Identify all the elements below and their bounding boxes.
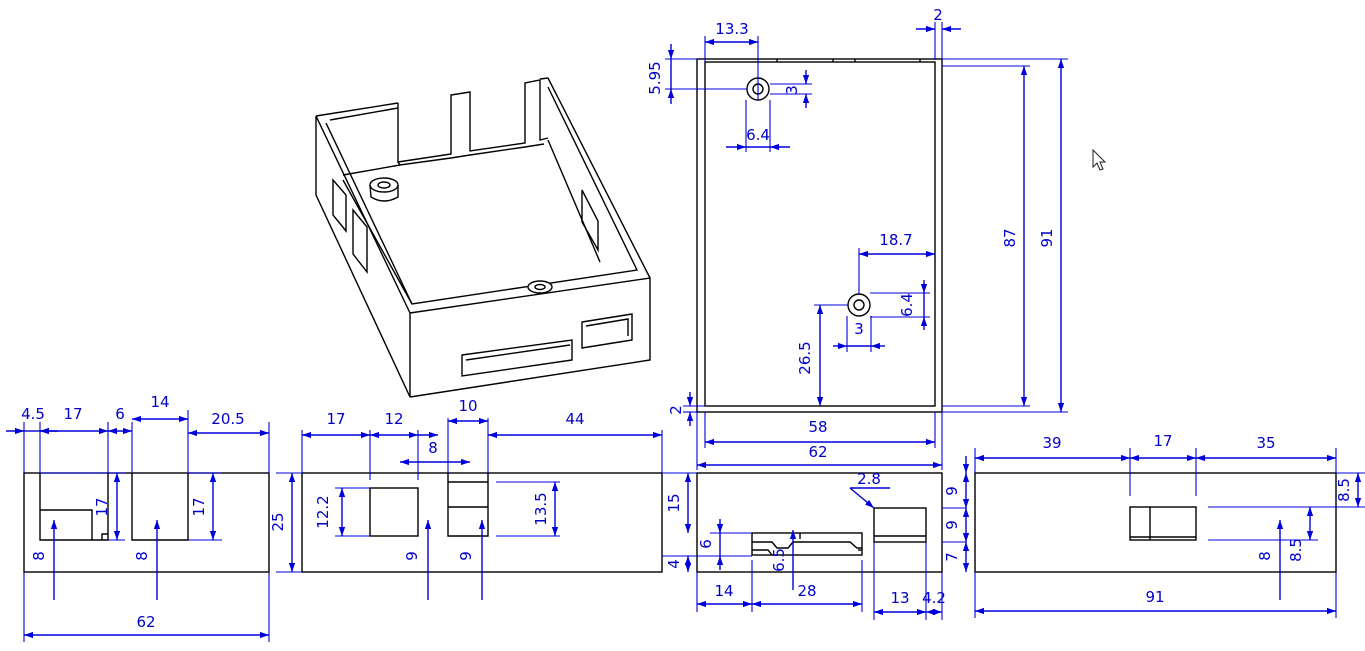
- dim-right-17: 17: [1153, 432, 1172, 450]
- dim-front-12-2: 12.2: [314, 495, 332, 528]
- dim-right-8: 8: [1256, 551, 1274, 561]
- back-view: 15 4 2.8 9 9 7 6 6.5 14 28 13 4.2: [662, 456, 970, 620]
- dim-left-8a: 8: [30, 551, 48, 561]
- dim-back-4: 4: [665, 559, 683, 569]
- dim-top-87: 87: [1001, 228, 1019, 247]
- dim-top-2b: 2: [667, 405, 685, 415]
- front-view: 17 12 10 8 44 25 12.2 13.5 9 9: [269, 397, 663, 600]
- dim-left-14: 14: [150, 393, 169, 411]
- dim-left-17c: 17: [190, 497, 208, 516]
- mouse-pointer-icon: [1092, 148, 1107, 171]
- dim-top-91: 91: [1038, 228, 1056, 247]
- dim-top-6-4b: 6.4: [898, 293, 916, 317]
- dim-top-13-3: 13.3: [715, 20, 748, 38]
- dim-top-18-7: 18.7: [879, 231, 912, 249]
- dim-back-7: 7: [943, 552, 961, 562]
- dim-right-8-5b: 8.5: [1287, 538, 1305, 562]
- dim-front-44: 44: [565, 410, 584, 428]
- dim-right-39: 39: [1042, 434, 1061, 452]
- dim-back-2-8: 2.8: [857, 470, 881, 488]
- dim-back-6: 6: [697, 539, 715, 549]
- top-view: 13.3 2 5.95 3 6.4 87 91 18.7 6.4 3 26.5 …: [646, 6, 1068, 470]
- dim-back-14: 14: [714, 582, 733, 600]
- dim-front-9a: 9: [403, 551, 421, 561]
- isometric-view: [315, 77, 651, 398]
- dim-left-8b: 8: [133, 551, 151, 561]
- dim-left-6: 6: [115, 405, 125, 423]
- dim-top-62: 62: [808, 443, 827, 461]
- dim-left-17b: 17: [93, 497, 111, 516]
- dim-back-13: 13: [890, 589, 909, 607]
- right-end-view: 39 17 35 8.5 8.5 8 91: [974, 432, 1365, 618]
- dim-left-4-5: 4.5: [21, 405, 45, 423]
- dim-top-3a: 3: [783, 85, 801, 95]
- dim-left-20-5: 20.5: [211, 410, 244, 428]
- dim-back-9b: 9: [943, 520, 961, 530]
- dim-front-8: 8: [428, 439, 438, 457]
- dim-top-3b: 3: [854, 320, 864, 338]
- dim-front-17: 17: [326, 410, 345, 428]
- dim-top-2: 2: [933, 6, 943, 24]
- dim-top-26-5: 26.5: [796, 341, 814, 374]
- dim-left-62: 62: [136, 613, 155, 631]
- dim-back-9a: 9: [943, 486, 961, 496]
- dim-back-6-5: 6.5: [770, 548, 788, 572]
- dim-front-13-5: 13.5: [532, 492, 550, 525]
- dim-left-17a: 17: [63, 405, 82, 423]
- dim-right-91: 91: [1145, 588, 1164, 606]
- dim-back-4-2: 4.2: [922, 589, 946, 607]
- dim-right-8-5a: 8.5: [1335, 478, 1353, 502]
- dim-back-15: 15: [665, 493, 683, 512]
- dim-back-28: 28: [797, 582, 816, 600]
- dim-right-35: 35: [1256, 434, 1275, 452]
- left-end-view: 4.5 17 6 14 20.5 17 17 8 8 62: [6, 393, 270, 642]
- dim-top-6-4a: 6.4: [746, 126, 770, 144]
- dim-top-58: 58: [808, 418, 827, 436]
- dim-front-12: 12: [384, 410, 403, 428]
- dim-front-9b: 9: [457, 551, 475, 561]
- dim-front-25: 25: [269, 512, 287, 531]
- dim-top-5-95: 5.95: [646, 61, 664, 94]
- dim-front-10: 10: [458, 397, 477, 415]
